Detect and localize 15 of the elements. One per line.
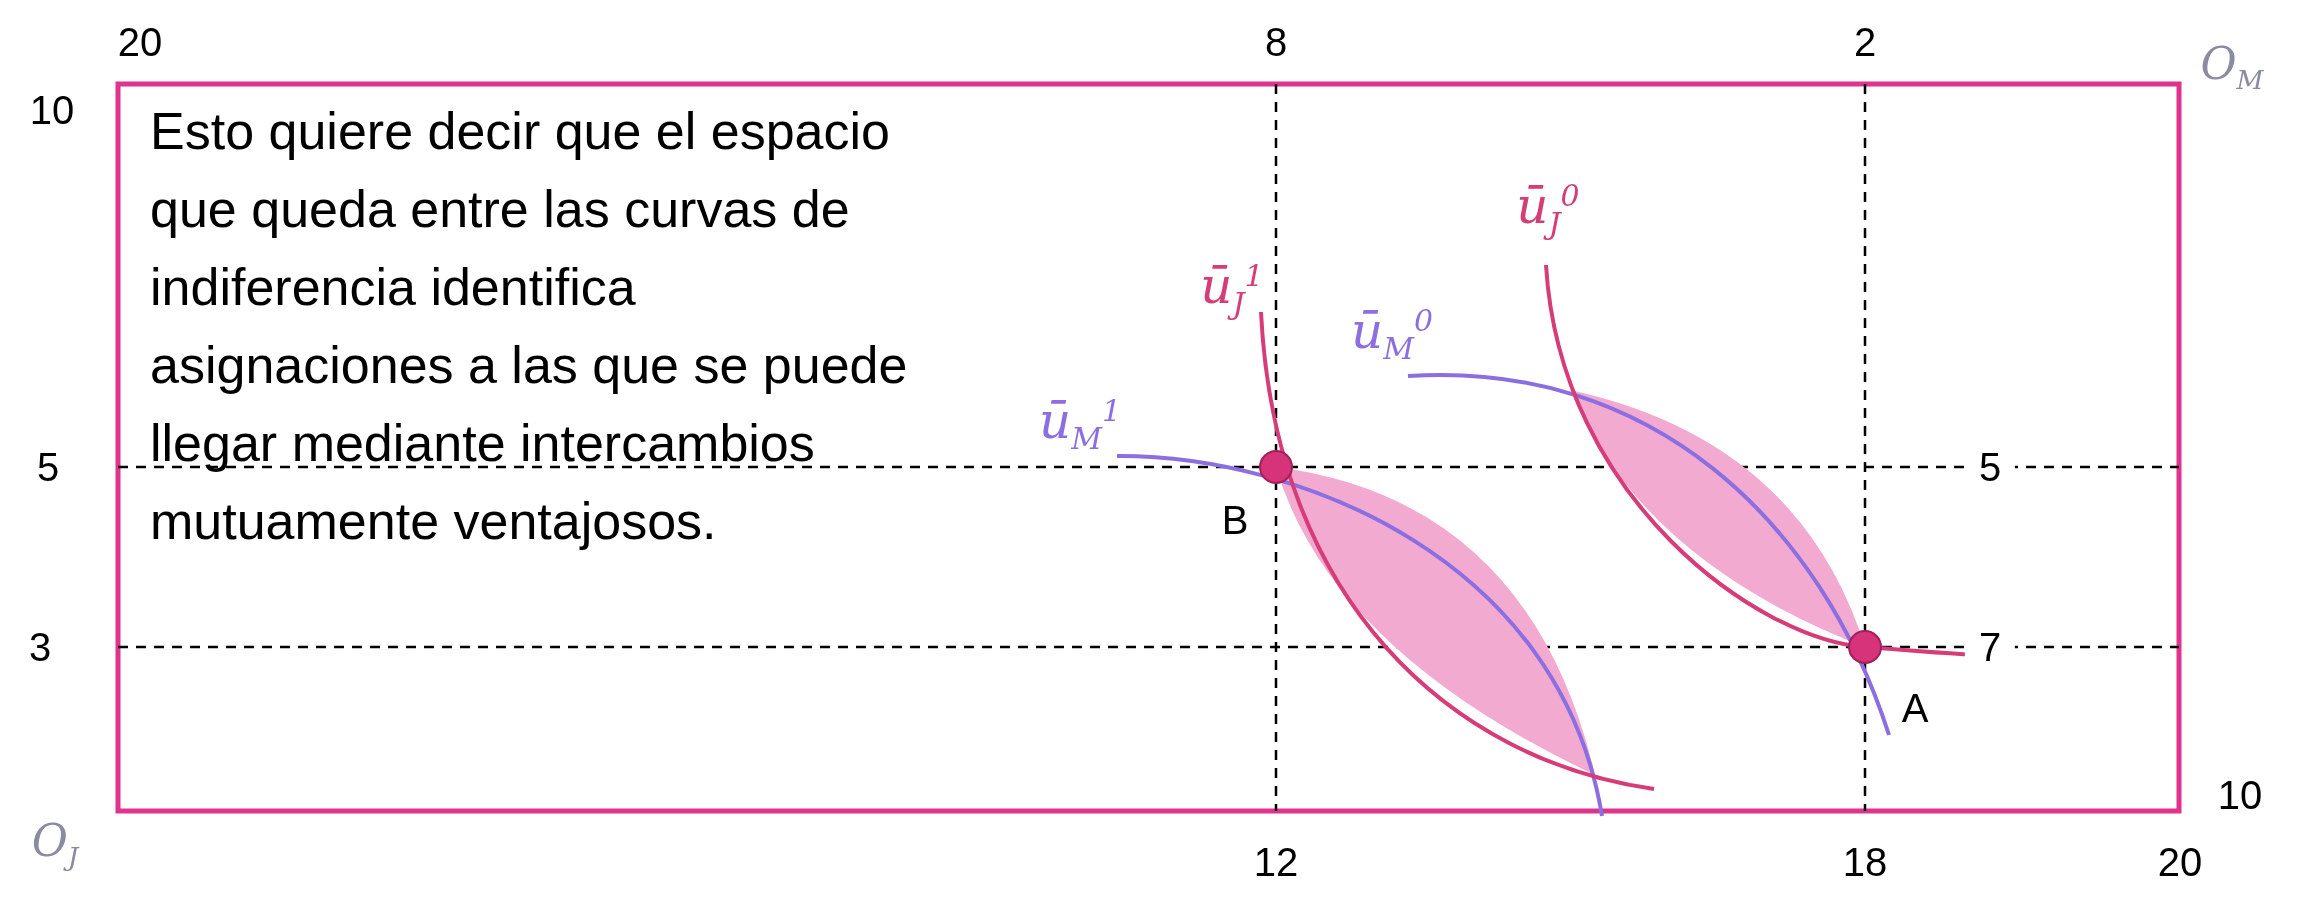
tick-label: 20 xyxy=(117,22,163,62)
note-text: Esto quiere decir que el espacio que queda entre las curvas de indiferencia identifica asignaciones a las que se puede llegar mediante intercambios mutuamente ventajosos. xyxy=(150,101,909,552)
tick-label: 5 xyxy=(36,447,60,487)
tick-label: 10 xyxy=(2217,775,2263,815)
tick-label: 20 xyxy=(2157,842,2203,882)
tick-label: 2 xyxy=(1853,22,1877,62)
origin-label: O$_{J}$ xyxy=(31,819,79,871)
point-label: A xyxy=(1901,688,1929,728)
origin-label: O$_{M}$ xyxy=(2200,42,2264,94)
tick-label: 8 xyxy=(1264,22,1288,62)
tick-label: 12 xyxy=(1253,842,1299,882)
tick-label: 10 xyxy=(29,90,75,130)
tick-label: 18 xyxy=(1842,842,1888,882)
point-label: B xyxy=(1221,500,1249,540)
tick-label: 3 xyxy=(28,627,52,667)
